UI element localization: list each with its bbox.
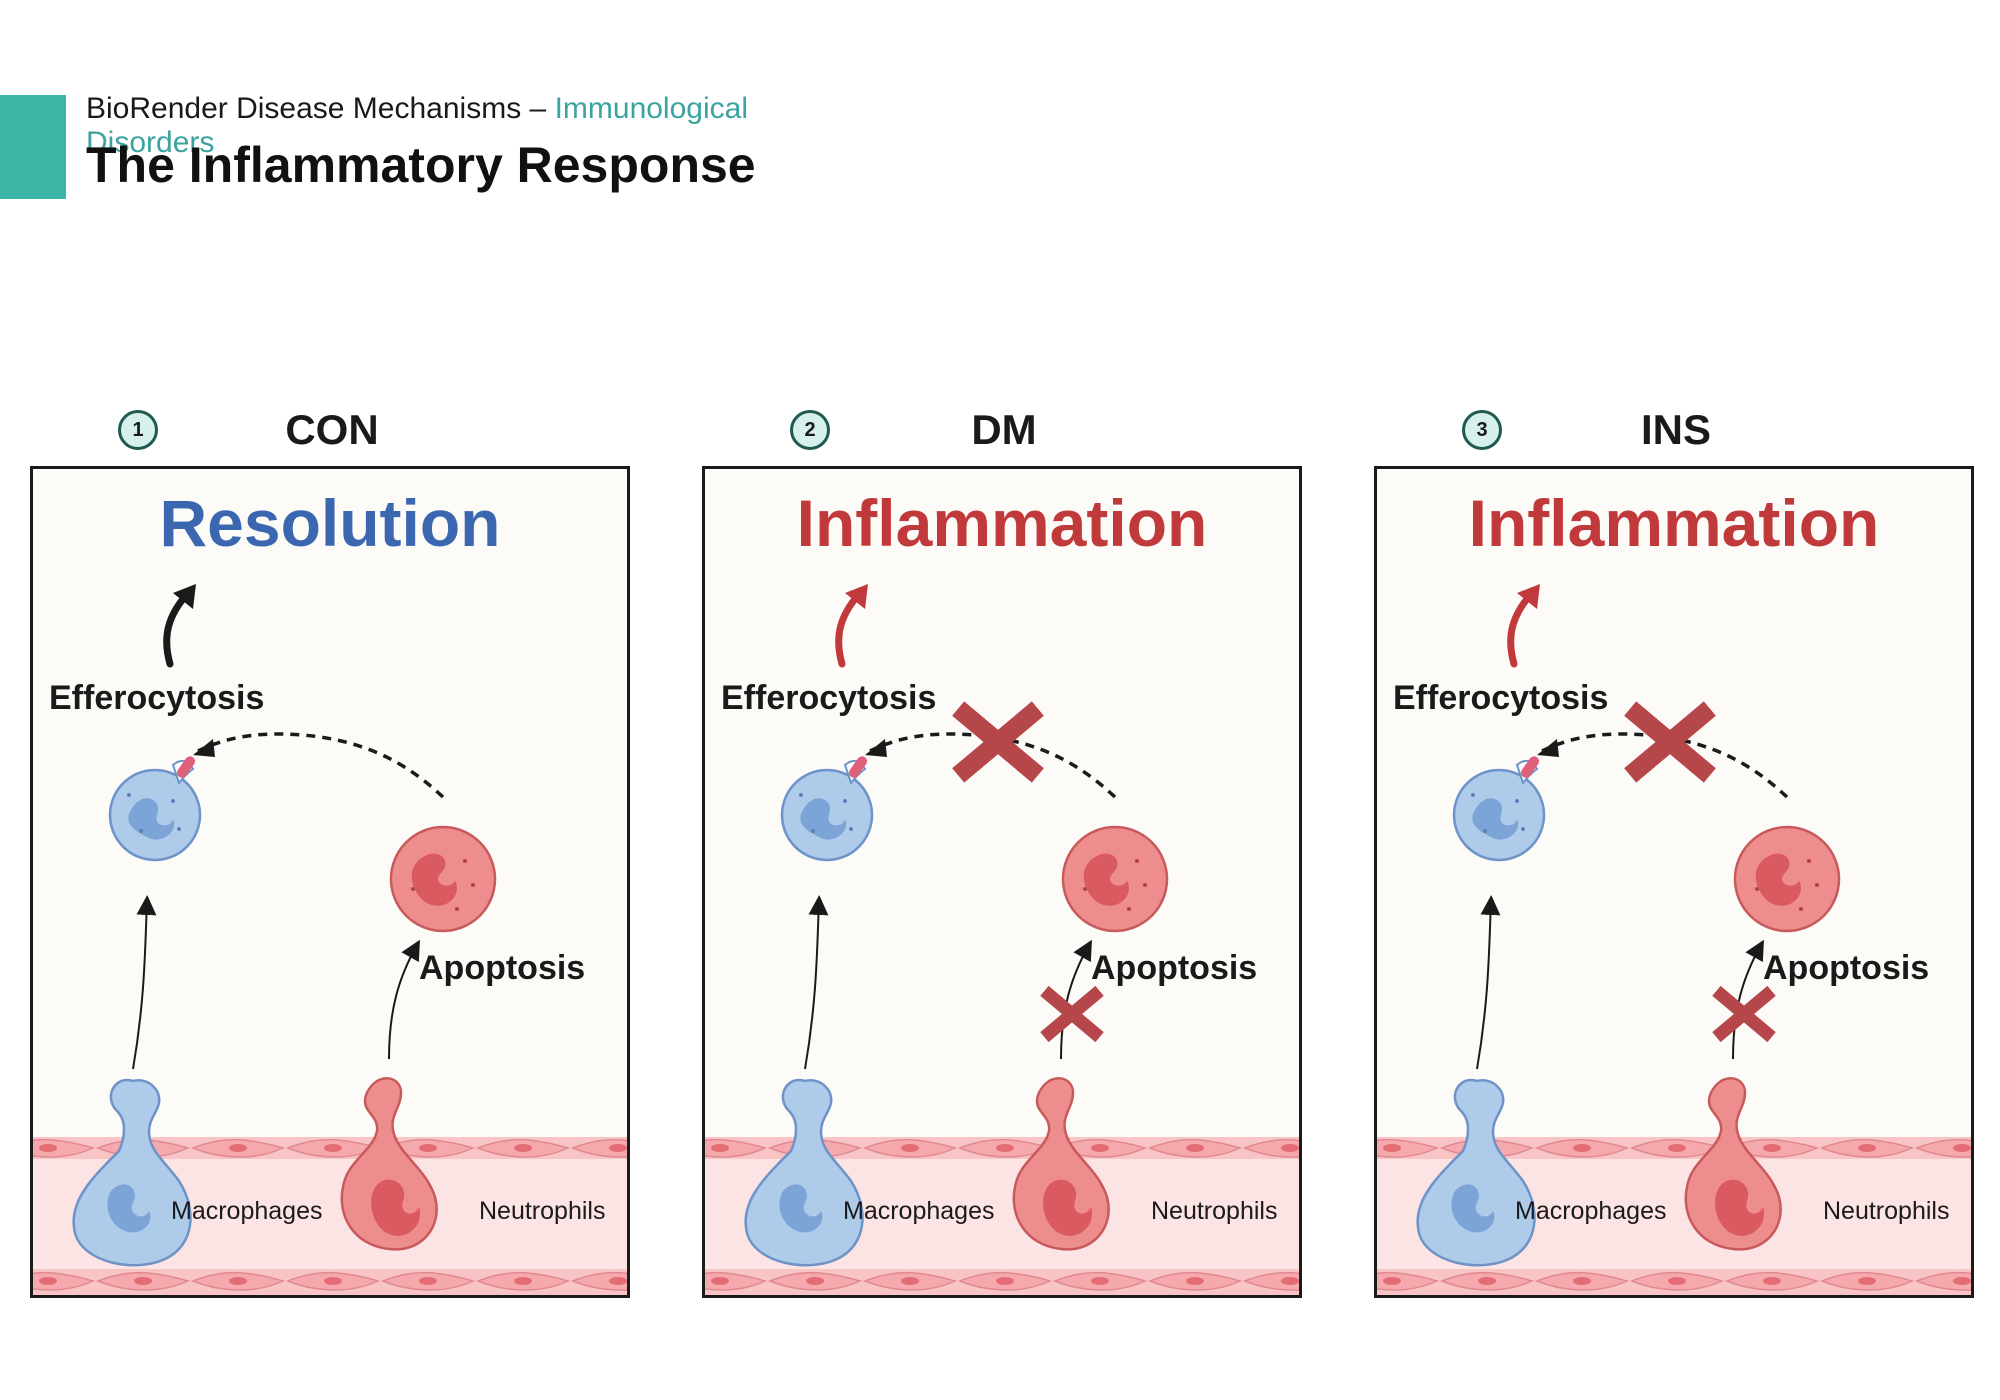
neutrophils-label: Neutrophils <box>1151 1197 1278 1225</box>
macrophage-migration-arrow <box>804 895 829 1070</box>
efferocytosis-arrow <box>197 732 445 799</box>
migrating-neutrophil-icon <box>1684 1077 1782 1251</box>
step-number-badge: 1 <box>118 410 158 450</box>
step-number-badge: 3 <box>1462 410 1502 450</box>
macrophages-label: Macrophages <box>843 1197 995 1225</box>
subtitle-prefix: BioRender Disease Mechanisms – <box>86 92 547 125</box>
neutrophil-cell-icon <box>1061 825 1169 933</box>
migrating-macrophage-icon <box>1416 1078 1536 1267</box>
macrophages-label: Macrophages <box>171 1197 323 1225</box>
efferocytosis-label: Efferocytosis <box>1393 679 1609 717</box>
group-label: CON <box>285 406 379 453</box>
macrophage-cell-icon <box>108 768 202 862</box>
macrophage-cell-icon <box>780 768 874 862</box>
efferocytosis-arrow <box>869 732 1117 799</box>
subtitle: BioRender Disease Mechanisms – Immunolog… <box>86 92 826 160</box>
migrating-neutrophil-icon <box>340 1077 438 1251</box>
apoptosis-arrow <box>388 939 420 1060</box>
subtitle-accent: Immunological Disorders <box>86 92 748 159</box>
outcome-label: Inflammation <box>796 486 1208 560</box>
efferocytosis-blocked-x-icon <box>1624 701 1716 783</box>
macrophages-label: Macrophages <box>1515 1197 1667 1225</box>
apoptosis-blocked-x-icon <box>1712 985 1776 1043</box>
macrophage-migration-arrow <box>132 895 157 1070</box>
macrophage-migration-arrow <box>1476 895 1501 1070</box>
neutrophils-label: Neutrophils <box>1823 1197 1950 1225</box>
migrating-macrophage-icon <box>744 1078 864 1267</box>
panel-header: 2 DM <box>672 400 1272 466</box>
page-title: The Inflammatory Response <box>86 137 756 193</box>
neutrophil-cell-icon <box>1733 825 1841 933</box>
bacterium-icon <box>848 756 868 778</box>
step-number-badge: 2 <box>790 410 830 450</box>
panel-header: 3 INS <box>1344 400 1944 466</box>
apoptosis-arrow <box>1060 939 1092 1060</box>
group-label: DM <box>971 406 1037 453</box>
outcome-arrow <box>163 595 187 668</box>
bacterium-icon <box>176 756 196 778</box>
neutrophils-label: Neutrophils <box>479 1197 606 1225</box>
apoptosis-arrow <box>1732 939 1764 1060</box>
efferocytosis-label: Efferocytosis <box>721 679 937 717</box>
neutrophil-cell-icon <box>389 825 497 933</box>
efferocytosis-arrow <box>1541 732 1789 799</box>
group-label: INS <box>1640 406 1711 453</box>
apoptosis-label: Apoptosis <box>1763 949 1930 987</box>
outcome-label: Inflammation <box>1468 486 1880 560</box>
migrating-macrophage-icon <box>72 1078 192 1267</box>
efferocytosis-label: Efferocytosis <box>49 679 265 717</box>
apoptosis-label: Apoptosis <box>1091 949 1258 987</box>
outcome-label: Resolution <box>159 486 501 560</box>
teal-accent-bar <box>0 95 66 199</box>
outcome-arrow <box>1507 595 1531 668</box>
bacterium-icon <box>1520 756 1540 778</box>
apoptosis-blocked-x-icon <box>1040 985 1104 1043</box>
macrophage-cell-icon <box>1452 768 1546 862</box>
apoptosis-label: Apoptosis <box>419 949 586 987</box>
migrating-neutrophil-icon <box>1012 1077 1110 1251</box>
outcome-arrow <box>835 595 859 668</box>
efferocytosis-blocked-x-icon <box>952 701 1044 783</box>
panel-header: 1 CON <box>0 400 600 466</box>
